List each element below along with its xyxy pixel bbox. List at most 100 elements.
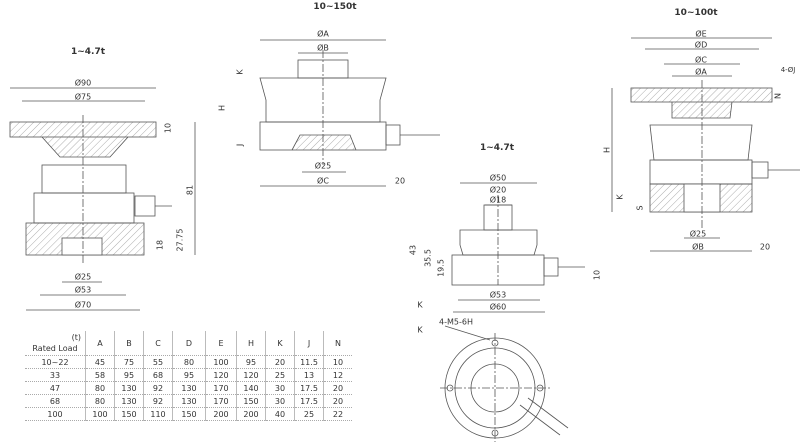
dimension-label: J [235,143,245,147]
dimension-label: Ø20 [489,185,507,195]
drawing-title: 1~4.7t [479,143,515,153]
dimension-label: 10 [163,122,173,134]
table-cell: 68 [143,368,173,382]
dimension-label: Ø90 [74,78,92,88]
table-cell: 120 [236,368,266,382]
table-cell: 75 [114,355,144,369]
table-cell: 30 [265,394,295,408]
table-cell: 170 [205,381,237,395]
table-cell: 25 [294,407,324,421]
dimension-label: Ø70 [74,300,92,310]
table-cell: 55 [143,355,173,369]
table-cell: 130 [172,394,206,408]
load-cell-10-100t [611,37,800,252]
load-cell-bottom-view [440,325,569,442]
table-cell: 80 [85,394,115,408]
table-cell: 150 [236,394,266,408]
table-cell: 170 [205,394,237,408]
table-cell: 100 [25,407,86,421]
table-cell: 120 [205,368,237,382]
column-header: D [172,331,206,356]
table-cell: 10 [323,355,352,369]
load-cell-1-4-7t-section [9,87,196,311]
table-cell: 58 [85,368,115,382]
table-cell: 10~22 [25,355,86,369]
dimension-label: 43 [408,244,418,256]
thread-spec-label: 4-M5-6H [439,317,473,327]
dimension-label: ØA [695,67,707,77]
table-cell: 30 [265,381,295,395]
table-cell: 150 [114,407,144,421]
dimension-label: N [773,93,783,99]
dimension-label: ØB [692,242,704,252]
table-cell: 200 [236,407,266,421]
drawing-title: 10~100t [674,8,718,18]
dimension-label: Ø53 [74,285,92,295]
dimension-label: 35.5 [423,249,433,267]
table-cell: 110 [143,407,173,421]
load-cell-1-4-7t-small [451,182,585,313]
dimension-label: 19.5 [436,259,446,277]
column-header: A [85,331,115,356]
dimension-label: ØC [695,55,707,65]
dimension-label: Ø60 [489,302,507,312]
dimension-label: 18 [155,239,165,251]
table-cell: 13 [294,368,324,382]
table-cell: 95 [114,368,144,382]
dimension-label: H [602,146,612,154]
dimension-label: ØD [694,40,708,50]
dimension-label: K [235,69,245,75]
dimension-label: H [217,104,227,112]
column-header: H [236,331,266,356]
dimension-label: ØB [317,43,329,53]
dimension-label: 20 [759,242,771,252]
column-header: B [114,331,144,356]
table-cell: 92 [143,394,173,408]
dimension-label: Ø18 [489,195,507,205]
rated-load-header: (t)Rated Load [25,331,86,356]
dimension-label: 4-ØJ [780,66,796,74]
table-cell: 47 [25,381,86,395]
dimension-label: 81 [185,184,195,196]
dimension-label: 20 [394,176,406,186]
dimension-label: Ø50 [489,173,507,183]
table-cell: 11.5 [294,355,324,369]
dimension-label: Ø25 [314,161,332,171]
table-cell: 20 [323,381,352,395]
dimension-label: 10 [592,269,602,281]
table-cell: 100 [85,407,115,421]
table-cell: 130 [114,381,144,395]
table-cell: 25 [265,368,295,382]
table-cell: 17.5 [294,381,324,395]
column-header: C [143,331,173,356]
table-cell: 100 [205,355,237,369]
table-cell: 20 [265,355,295,369]
table-cell: 40 [265,407,295,421]
view-label: K [417,325,423,335]
table-cell: 130 [172,381,206,395]
dimension-label: Ø25 [689,229,707,239]
dimension-label: ØA [317,29,329,39]
dimension-label: S [635,205,645,211]
table-cell: 95 [172,368,206,382]
table-header-row: (t)Rated Load A B C D E H K J N [25,331,352,356]
table-cell: 92 [143,381,173,395]
dimension-label: ØE [695,29,707,39]
table-cell: 12 [323,368,352,382]
table-cell: 45 [85,355,115,369]
dimension-label: Ø53 [489,290,507,300]
dimension-label: K [417,300,423,310]
table-cell: 140 [236,381,266,395]
drawing-title: 10~150t [313,2,357,12]
table-cell: 130 [114,394,144,408]
table-cell: 200 [205,407,237,421]
table-cell: 150 [172,407,206,421]
dimension-label: K [615,194,625,200]
dimension-label: Ø25 [74,272,92,282]
